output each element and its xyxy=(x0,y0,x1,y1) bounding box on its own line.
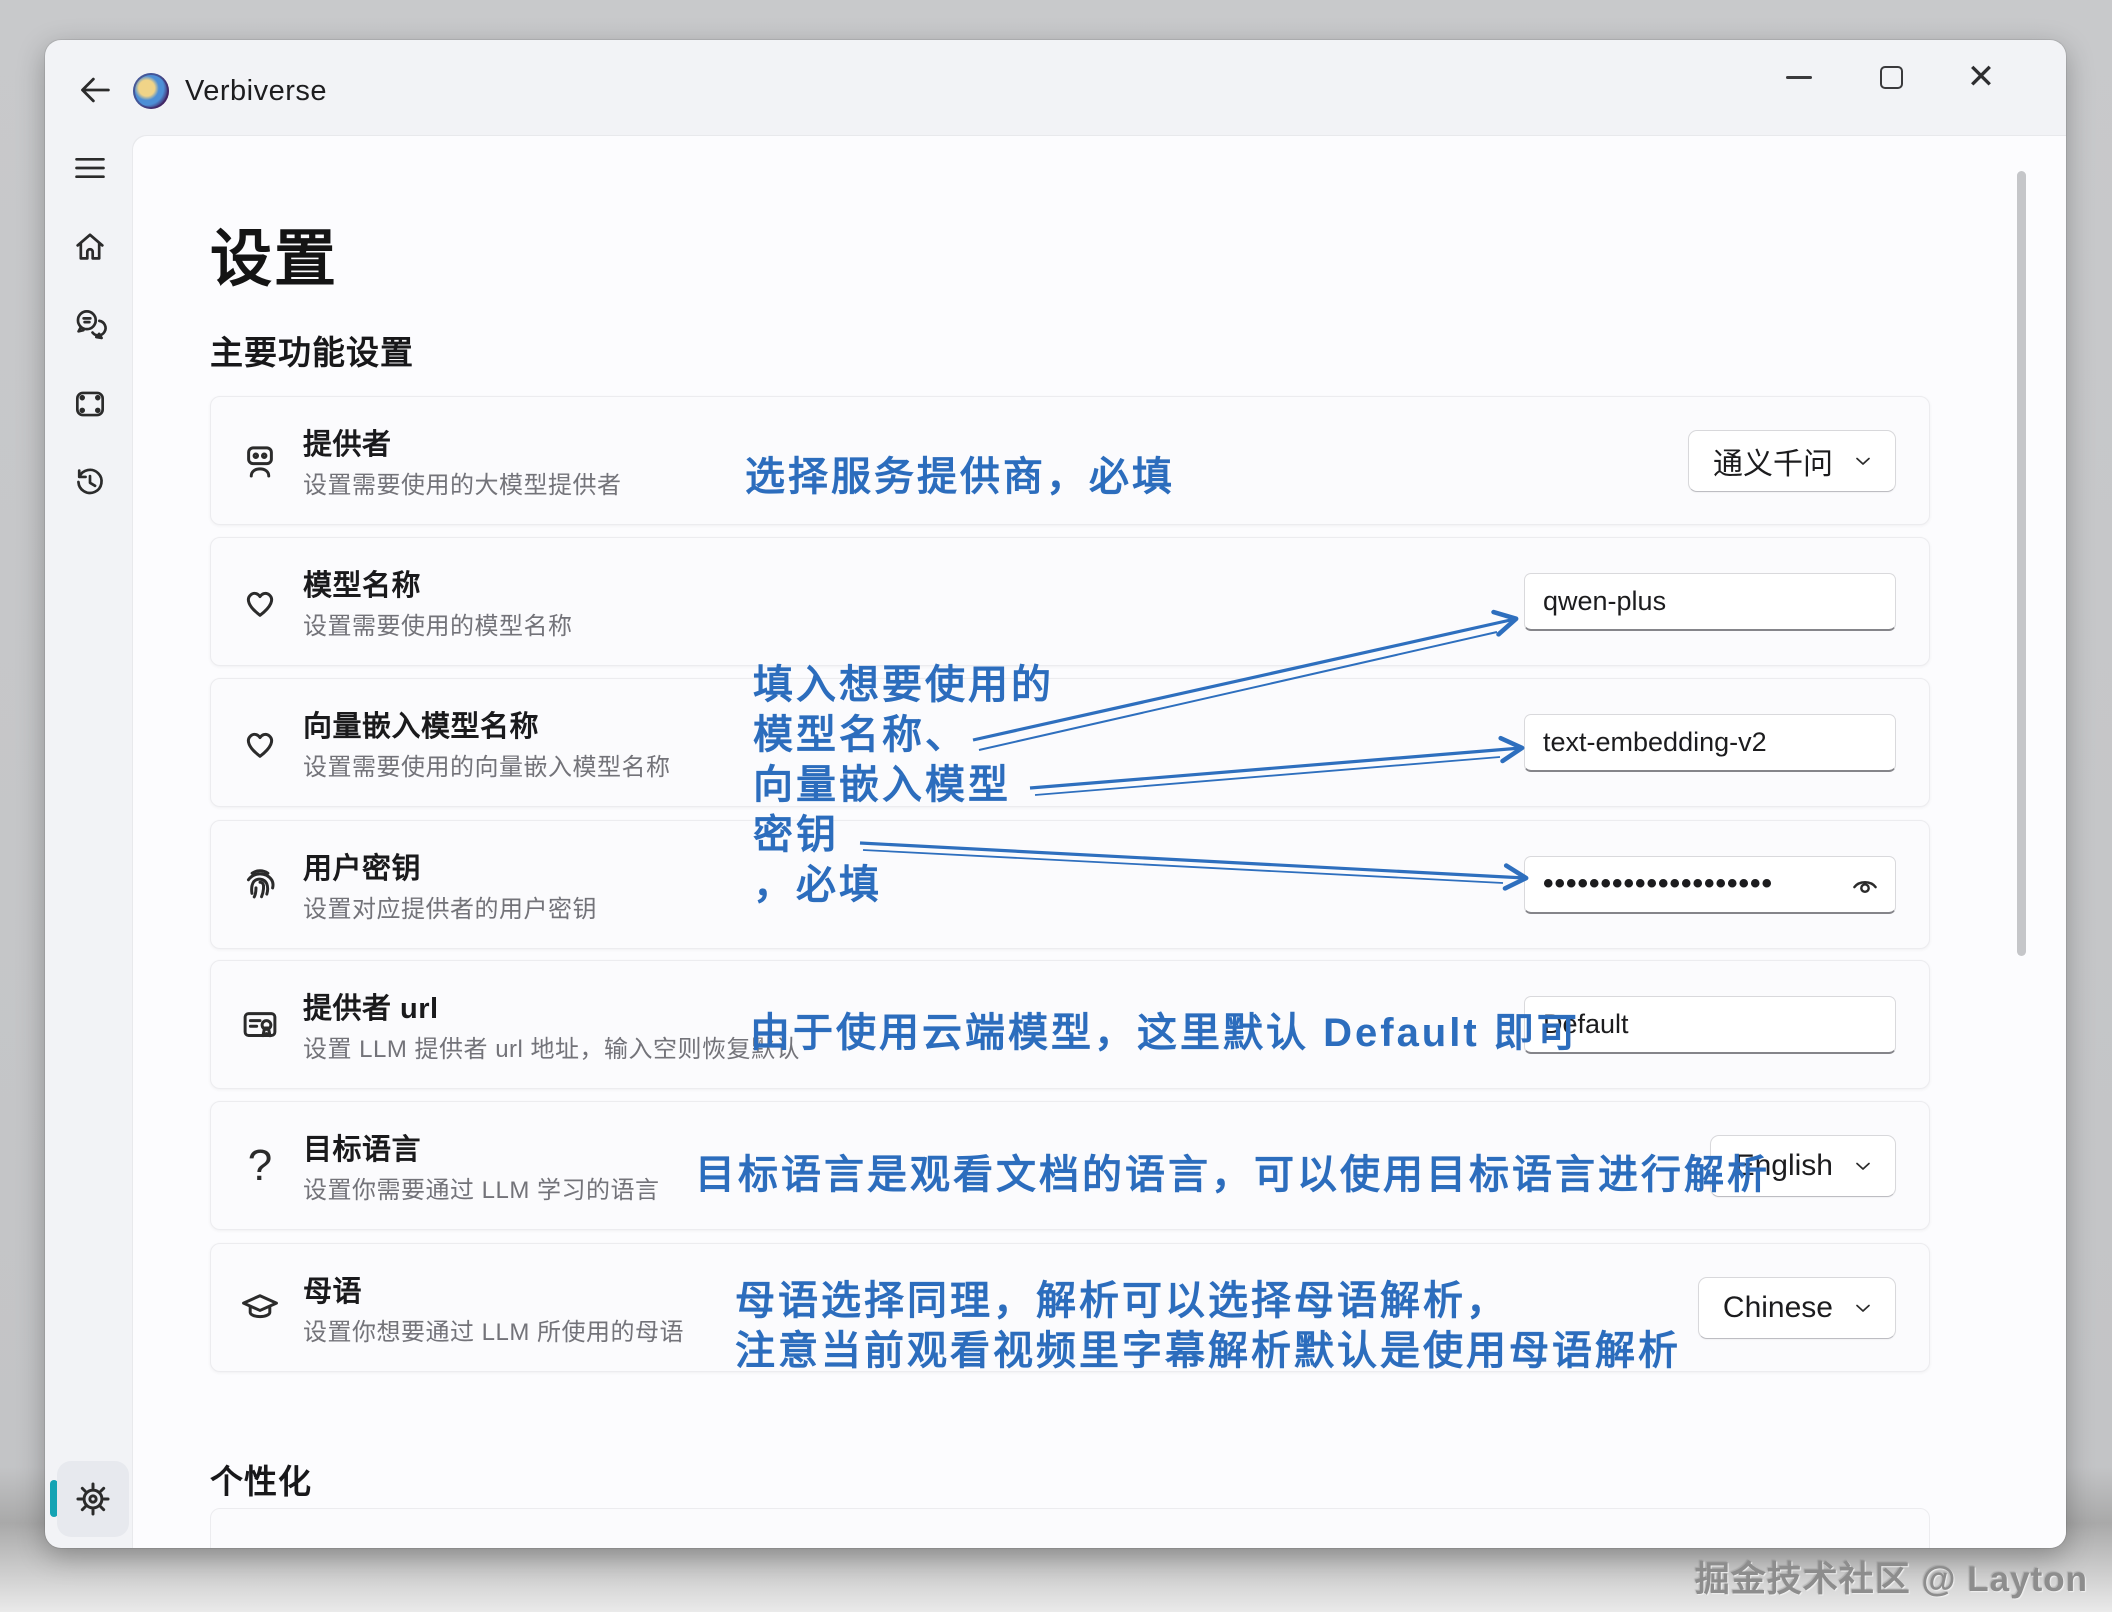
annotation-provider: 选择服务提供商，必填 xyxy=(745,455,1175,499)
card-subtitle: 设置 LLM 提供者 url 地址，输入空则恢复默认 xyxy=(303,1036,801,1063)
annotation-line: 向量嵌入模型 xyxy=(753,763,1011,807)
sidebar-item-history[interactable] xyxy=(71,463,109,501)
heart-icon xyxy=(239,722,281,764)
native-language-setting-row: 母语 设置你想要通过 LLM 所使用的母语 Chinese xyxy=(210,1243,1930,1372)
provider-url-setting-row: 提供者 url 设置 LLM 提供者 url 地址，输入空则恢复默认 xyxy=(210,960,1930,1089)
native-language-value: Chinese xyxy=(1722,1290,1833,1324)
card-subtitle: 设置对应提供者的用户密钥 xyxy=(303,896,597,923)
card-title: 模型名称 xyxy=(303,570,422,602)
annotation-target-language: 目标语言是观看文档的语言，可以使用目标语言进行解析 xyxy=(695,1153,1770,1197)
scrollbar-thumb[interactable] xyxy=(2017,171,2026,956)
watermark: 掘金技术社区 @ Layton xyxy=(1694,1560,2088,1599)
maximize-button[interactable] xyxy=(1863,54,1919,100)
annotation-model-block: 填入想要使用的 模型名称、 向量嵌入模型 密钥 ，必填 xyxy=(753,660,1054,910)
sidebar-item-home[interactable] xyxy=(71,228,109,266)
active-page-indicator xyxy=(50,1480,58,1517)
verbiverse-window: Verbiverse ✕ xyxy=(45,40,2066,1548)
heart-icon xyxy=(239,581,281,623)
maximize-icon xyxy=(1879,65,1903,89)
section-personalization: 个性化 xyxy=(210,1463,312,1500)
annotation-native-language: 母语选择同理，解析可以选择母语解析， 注意当前观看视频里字幕解析默认是使用母语解… xyxy=(735,1276,1681,1376)
native-language-select[interactable]: Chinese xyxy=(1697,1276,1896,1339)
user-key-setting-row: 用户密钥 设置对应提供者的用户密钥 xyxy=(210,820,1930,949)
annotation-line: 母语选择同理，解析可以选择母语解析， xyxy=(735,1279,1509,1323)
close-icon: ✕ xyxy=(1966,58,1996,96)
annotation-line: 密钥 xyxy=(753,813,839,857)
embedding-model-setting-row: 向量嵌入模型名称 设置需要使用的向量嵌入模型名称 xyxy=(210,678,1930,807)
robot-icon xyxy=(239,440,281,482)
annotation-line: ，必填 xyxy=(753,863,882,907)
certificate-icon xyxy=(239,1004,281,1046)
sidebar-menu-button[interactable] xyxy=(71,149,109,187)
model-name-input[interactable] xyxy=(1524,572,1896,631)
sidebar-item-chat[interactable] xyxy=(71,306,109,344)
back-button[interactable] xyxy=(73,70,117,110)
card-subtitle: 设置需要使用的大模型提供者 xyxy=(303,472,622,499)
target-language-value: English xyxy=(1734,1148,1833,1182)
card-title: 提供者 xyxy=(303,429,392,461)
minimize-icon xyxy=(1786,75,1812,79)
annotation-line: 注意当前观看视频里字幕解析默认是使用母语解析 xyxy=(735,1329,1681,1373)
fingerprint-icon xyxy=(239,864,281,906)
gear-icon xyxy=(76,1482,110,1516)
section-main-functions: 主要功能设置 xyxy=(210,334,414,371)
provider-select-value: 通义千问 xyxy=(1713,447,1833,481)
question-icon: ? xyxy=(247,1140,273,1190)
card-title: 目标语言 xyxy=(303,1134,422,1166)
user-key-input[interactable] xyxy=(1524,855,1896,914)
card-title: 提供者 url xyxy=(303,993,439,1025)
annotation-line: 模型名称、 xyxy=(753,713,968,757)
home-icon xyxy=(76,233,104,260)
minimize-button[interactable] xyxy=(1771,54,1827,100)
app-title: Verbiverse xyxy=(185,75,328,107)
close-button[interactable]: ✕ xyxy=(1953,54,2009,100)
provider-setting-row: 提供者 设置需要使用的大模型提供者 通义千问 xyxy=(210,396,1930,525)
card-title: 向量嵌入模型名称 xyxy=(303,711,540,743)
card-subtitle: 设置需要使用的模型名称 xyxy=(303,613,573,640)
graduation-cap-icon xyxy=(239,1287,281,1329)
chat-bubbles-icon xyxy=(76,310,107,340)
annotation-url: 由于使用云端模型，这里默认 Default 即可 xyxy=(750,1011,1580,1055)
user-key-field xyxy=(1524,855,1896,914)
embedding-model-input[interactable] xyxy=(1524,713,1896,772)
video-subtitles-icon xyxy=(75,391,105,417)
sidebar-item-video[interactable] xyxy=(71,385,109,423)
provider-url-input[interactable] xyxy=(1524,995,1896,1054)
provider-select[interactable]: 通义千问 xyxy=(1688,429,1896,492)
history-icon xyxy=(77,468,103,495)
page-title: 设置 xyxy=(210,225,339,294)
card-subtitle: 设置你想要通过 LLM 所使用的母语 xyxy=(303,1319,685,1346)
verbiverse-logo-icon xyxy=(133,73,169,109)
chevron-down-icon xyxy=(1856,457,1870,465)
card-subtitle: 设置你需要通过 LLM 学习的语言 xyxy=(303,1177,660,1204)
card-title: 母语 xyxy=(303,1276,363,1308)
sidebar-item-settings[interactable] xyxy=(57,1461,129,1537)
chevron-down-icon xyxy=(1856,1162,1870,1170)
back-arrow-icon xyxy=(81,77,110,103)
target-language-setting-row: ? 目标语言 设置你需要通过 LLM 学习的语言 English xyxy=(210,1101,1930,1230)
model-name-setting-row: 模型名称 设置需要使用的模型名称 xyxy=(210,537,1930,666)
card-title: 用户密钥 xyxy=(303,853,422,885)
next-card-fragment xyxy=(210,1508,1930,1548)
hamburger-menu-icon xyxy=(75,157,105,179)
card-subtitle: 设置需要使用的向量嵌入模型名称 xyxy=(303,754,671,781)
eye-icon[interactable] xyxy=(1848,868,1882,902)
target-language-select[interactable]: English xyxy=(1709,1134,1896,1197)
annotation-line: 填入想要使用的 xyxy=(753,663,1054,707)
chevron-down-icon xyxy=(1856,1304,1870,1312)
